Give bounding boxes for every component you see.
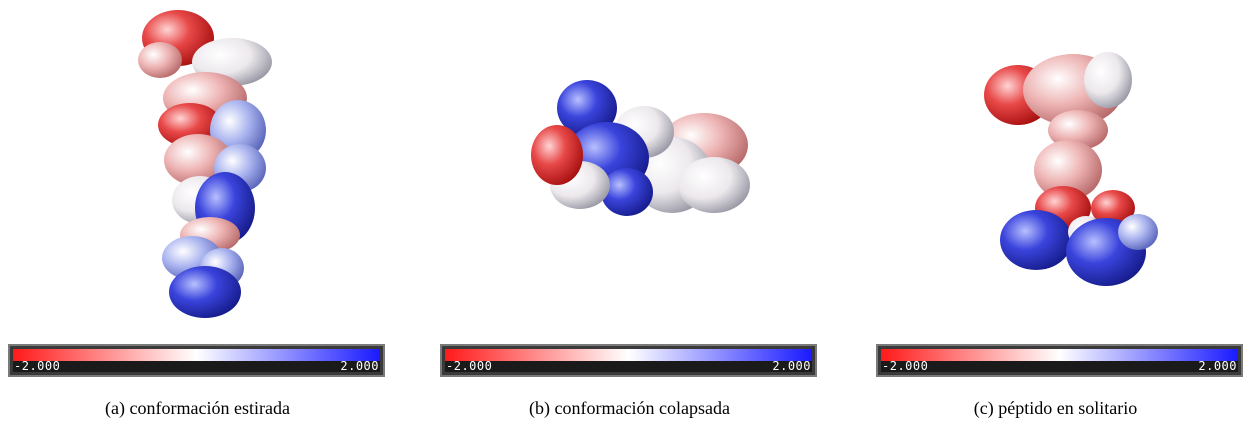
panel-a: -2.000 2.000 (a) conformación estirada (0, 0, 395, 425)
molecule-surface-collapsed (531, 80, 750, 216)
caption-a: (a) conformación estirada (105, 398, 290, 418)
colorbar-min-label: -2.000 (446, 359, 493, 373)
colorbar-min-label: -2.000 (14, 359, 61, 373)
colorbar: -2.000 2.000 (8, 344, 385, 377)
caption-c: (c) péptido en solitario (973, 398, 1138, 418)
colorbar-max-label: 2.000 (340, 359, 379, 373)
colorbar: -2.000 2.000 (440, 344, 817, 377)
colorbar-gradient (445, 349, 812, 361)
panel-c: -2.000 2.000 (c) péptido en solitario (868, 0, 1243, 425)
caption-b: (b) conformación colapsada (529, 398, 730, 418)
molecule-surface-stretched (138, 10, 272, 318)
colorbar: -2.000 2.000 (876, 344, 1243, 377)
colorbar-gradient (881, 349, 1238, 361)
colorbar-gradient (13, 349, 380, 361)
colorbar-max-label: 2.000 (1198, 359, 1237, 373)
molecule-surface-solitary-peptide (984, 52, 1158, 286)
panel-b: -2.000 2.000 (b) conformación colapsada (432, 0, 827, 425)
colorbar-min-label: -2.000 (882, 359, 929, 373)
colorbar-max-label: 2.000 (772, 359, 811, 373)
